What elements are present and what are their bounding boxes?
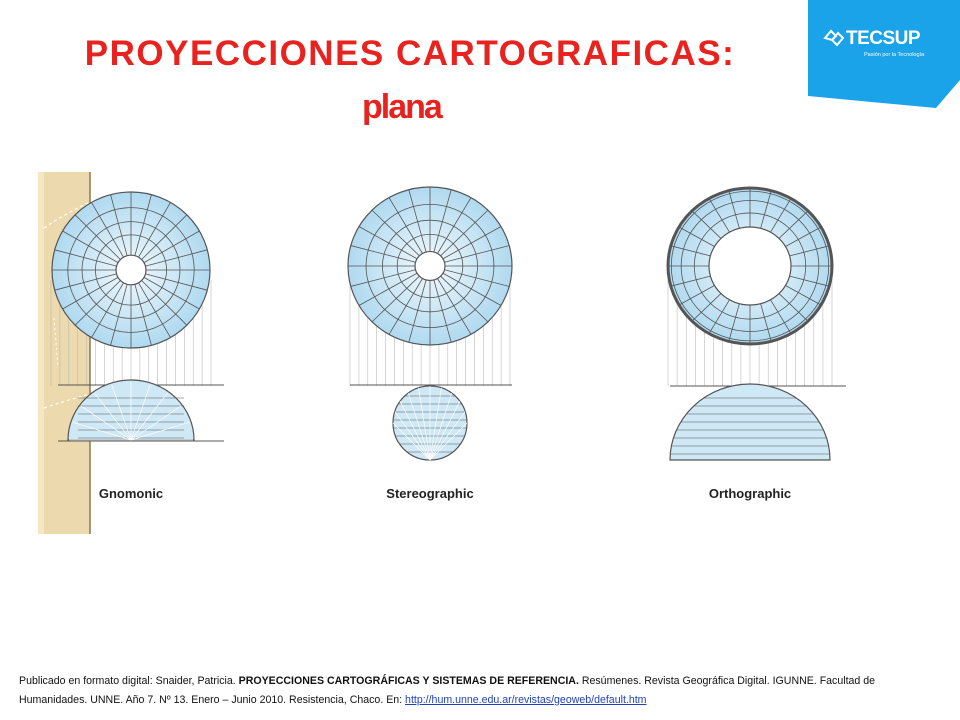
left-panel (38, 172, 44, 534)
orthographic-projection (666, 186, 846, 461)
projection-diagram: Gnomonic Stereographic Orthographic (38, 172, 846, 534)
label-gnomonic: Gnomonic (99, 486, 163, 501)
logo-brand: TECSUP (846, 28, 921, 49)
gnomonic-projection (50, 191, 224, 442)
citation-title: PROYECCIONES CARTOGRÁFICAS Y SISTEMAS DE… (238, 675, 579, 687)
label-stereographic: Stereographic (386, 486, 473, 501)
logo-badge (808, 0, 960, 108)
citation: Publicado en formato digital: Snaider, P… (19, 672, 939, 710)
page-subtitle: plana (362, 88, 443, 126)
citation-link[interactable]: http://hum.unne.edu.ar/revistas/geoweb/d… (405, 694, 647, 706)
stereographic-projection (347, 186, 513, 461)
tecsup-logo-icon (823, 29, 845, 47)
page-title: PROYECCIONES CARTOGRAFICAS: (84, 34, 736, 73)
label-orthographic: Orthographic (709, 486, 791, 501)
logo-tagline: Pasión por la Tecnología (864, 52, 925, 58)
citation-details: Resúmenes. Revista Geográfica Digital. I… (19, 675, 876, 706)
citation-prefix: Publicado en formato digital: Snaider, P… (19, 675, 239, 687)
